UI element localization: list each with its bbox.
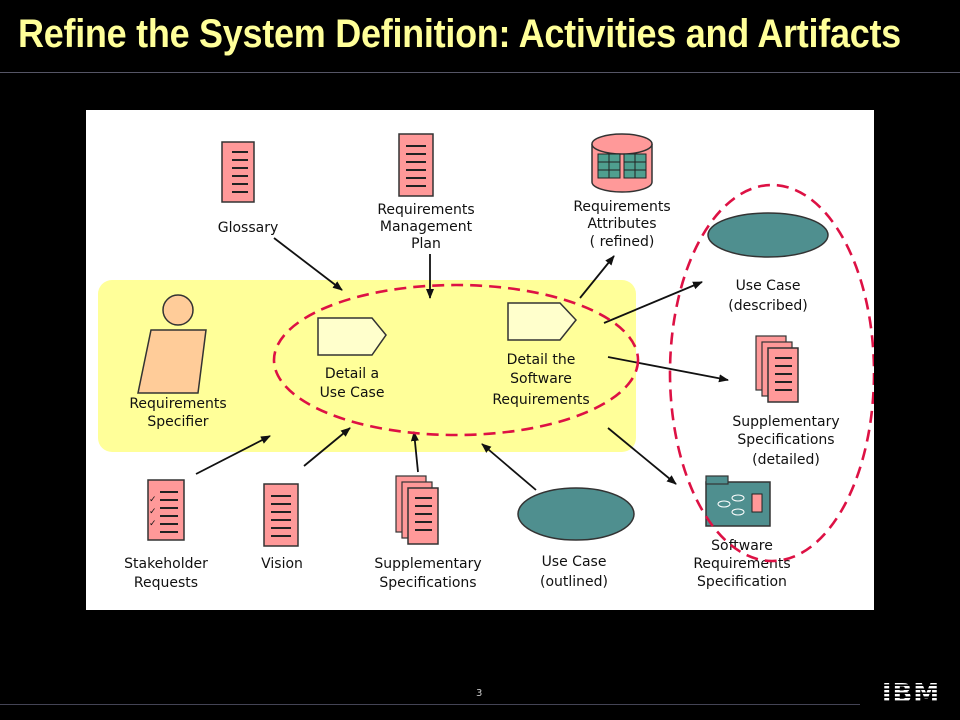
activity-label-line1: Detail the [507,352,576,368]
use-case-described-artifact: Use Case (described) [707,212,829,314]
requirements-management-plan-artifact: Requirements Management Plan [377,133,475,252]
activity-label-line2: Use Case [320,385,385,401]
arrow-stakeholder-to-swimlane [195,435,271,475]
arrow-to-use-case-described [603,281,703,324]
software-requirements-specification-artifact: Software Requirements Specification [693,475,791,590]
srs-label-line1: Software [711,538,773,554]
svg-text:✓: ✓ [149,519,157,529]
ibm-logo: IBM [882,679,940,706]
checklist-document-icon [147,479,185,541]
use-case-outlined-artifact: Use Case (outlined) [517,487,635,590]
supp-label-line2: Specifications [379,575,476,591]
rmp-label-line3: Plan [411,236,441,252]
role-label-line1: Requirements [129,396,226,412]
rmp-label-line2: Management [380,219,473,235]
detail-use-case-activity[interactable]: Detail a Use Case [317,317,387,401]
detail-software-requirements-activity[interactable]: Detail the Software Requirements [492,302,590,408]
srs-label-line2: Requirements [693,556,790,572]
supplementary-specifications-detailed-artifact: Supplementary Specifications (detailed) [732,335,840,468]
activity-label-line1: Detail a [325,366,379,382]
use-case-icon [517,487,635,541]
arrow-supp-to-detail-use-case [410,431,419,473]
arrow-to-supp-specs-detailed [607,356,729,383]
document-stack-icon [407,487,439,545]
glossary-artifact: Glossary [218,141,279,236]
svg-text:✓: ✓ [149,495,157,505]
ibm-logo-text: IBM [882,679,940,706]
vision-artifact: Vision [261,483,303,572]
swimlane-background [98,280,636,452]
arrow-glossary-to-detail-use-case [273,237,343,291]
flow-arrows [195,237,729,491]
stakeholder-requests-artifact: ✓ ✓ ✓ Stakeholder Requests [124,479,208,591]
worker-body-icon [137,329,207,394]
use-case-icon [707,212,829,258]
arrow-to-req-attributes [579,255,615,299]
attributes-label-line3: ( refined) [590,234,655,250]
supplementary-specifications-artifact: Supplementary Specifications [374,475,482,591]
role-label-line2: Specifier [147,414,208,430]
activity-label-line3: Requirements [492,392,589,408]
activity-icon [317,317,387,356]
attributes-label-line1: Requirements [573,199,670,215]
activity-diagram: Requirements Specifier Detail a Use Case… [98,133,876,591]
footer-divider [0,704,860,705]
page-number: 3 [476,688,483,699]
attributes-label-line2: Attributes [587,216,656,232]
rmp-label-line1: Requirements [377,202,474,218]
vision-label: Vision [261,556,303,572]
uc-outlined-label-line2: (outlined) [540,574,608,590]
glossary-label: Glossary [218,220,279,236]
supp-detailed-label-line1: Supplementary [732,414,839,430]
activity-icon [507,302,577,341]
arrow-vision-to-detail-use-case [303,427,351,467]
supp-detailed-label-line2: Specifications [737,432,834,448]
activities-highlight-ellipse [272,283,640,437]
slide-title: Refine the System Definition: Activities… [18,12,901,56]
supp-label-line1: Supplementary [374,556,481,572]
worker-head-icon [162,294,194,326]
requirements-specifier-role: Requirements Specifier [129,294,227,430]
srs-label-line3: Specification [697,574,787,590]
supp-detailed-label-line3: (detailed) [752,452,820,468]
svg-text:✓: ✓ [149,507,157,517]
activity-label-line2: Software [510,371,572,387]
arrow-to-srs [607,427,677,485]
uc-outlined-label-line1: Use Case [542,554,607,570]
uc-described-label-line1: Use Case [736,278,801,294]
title-divider [0,72,960,73]
stakeholder-label-line1: Stakeholder [124,556,208,572]
arrow-use-case-outlined-to-activity [481,443,537,491]
stakeholder-label-line2: Requests [134,575,198,591]
uc-described-label-line2: (described) [728,298,807,314]
requirements-attributes-artifact: Requirements Attributes ( refined) [573,133,671,250]
diagram-panel: Requirements Specifier Detail a Use Case… [86,110,876,610]
